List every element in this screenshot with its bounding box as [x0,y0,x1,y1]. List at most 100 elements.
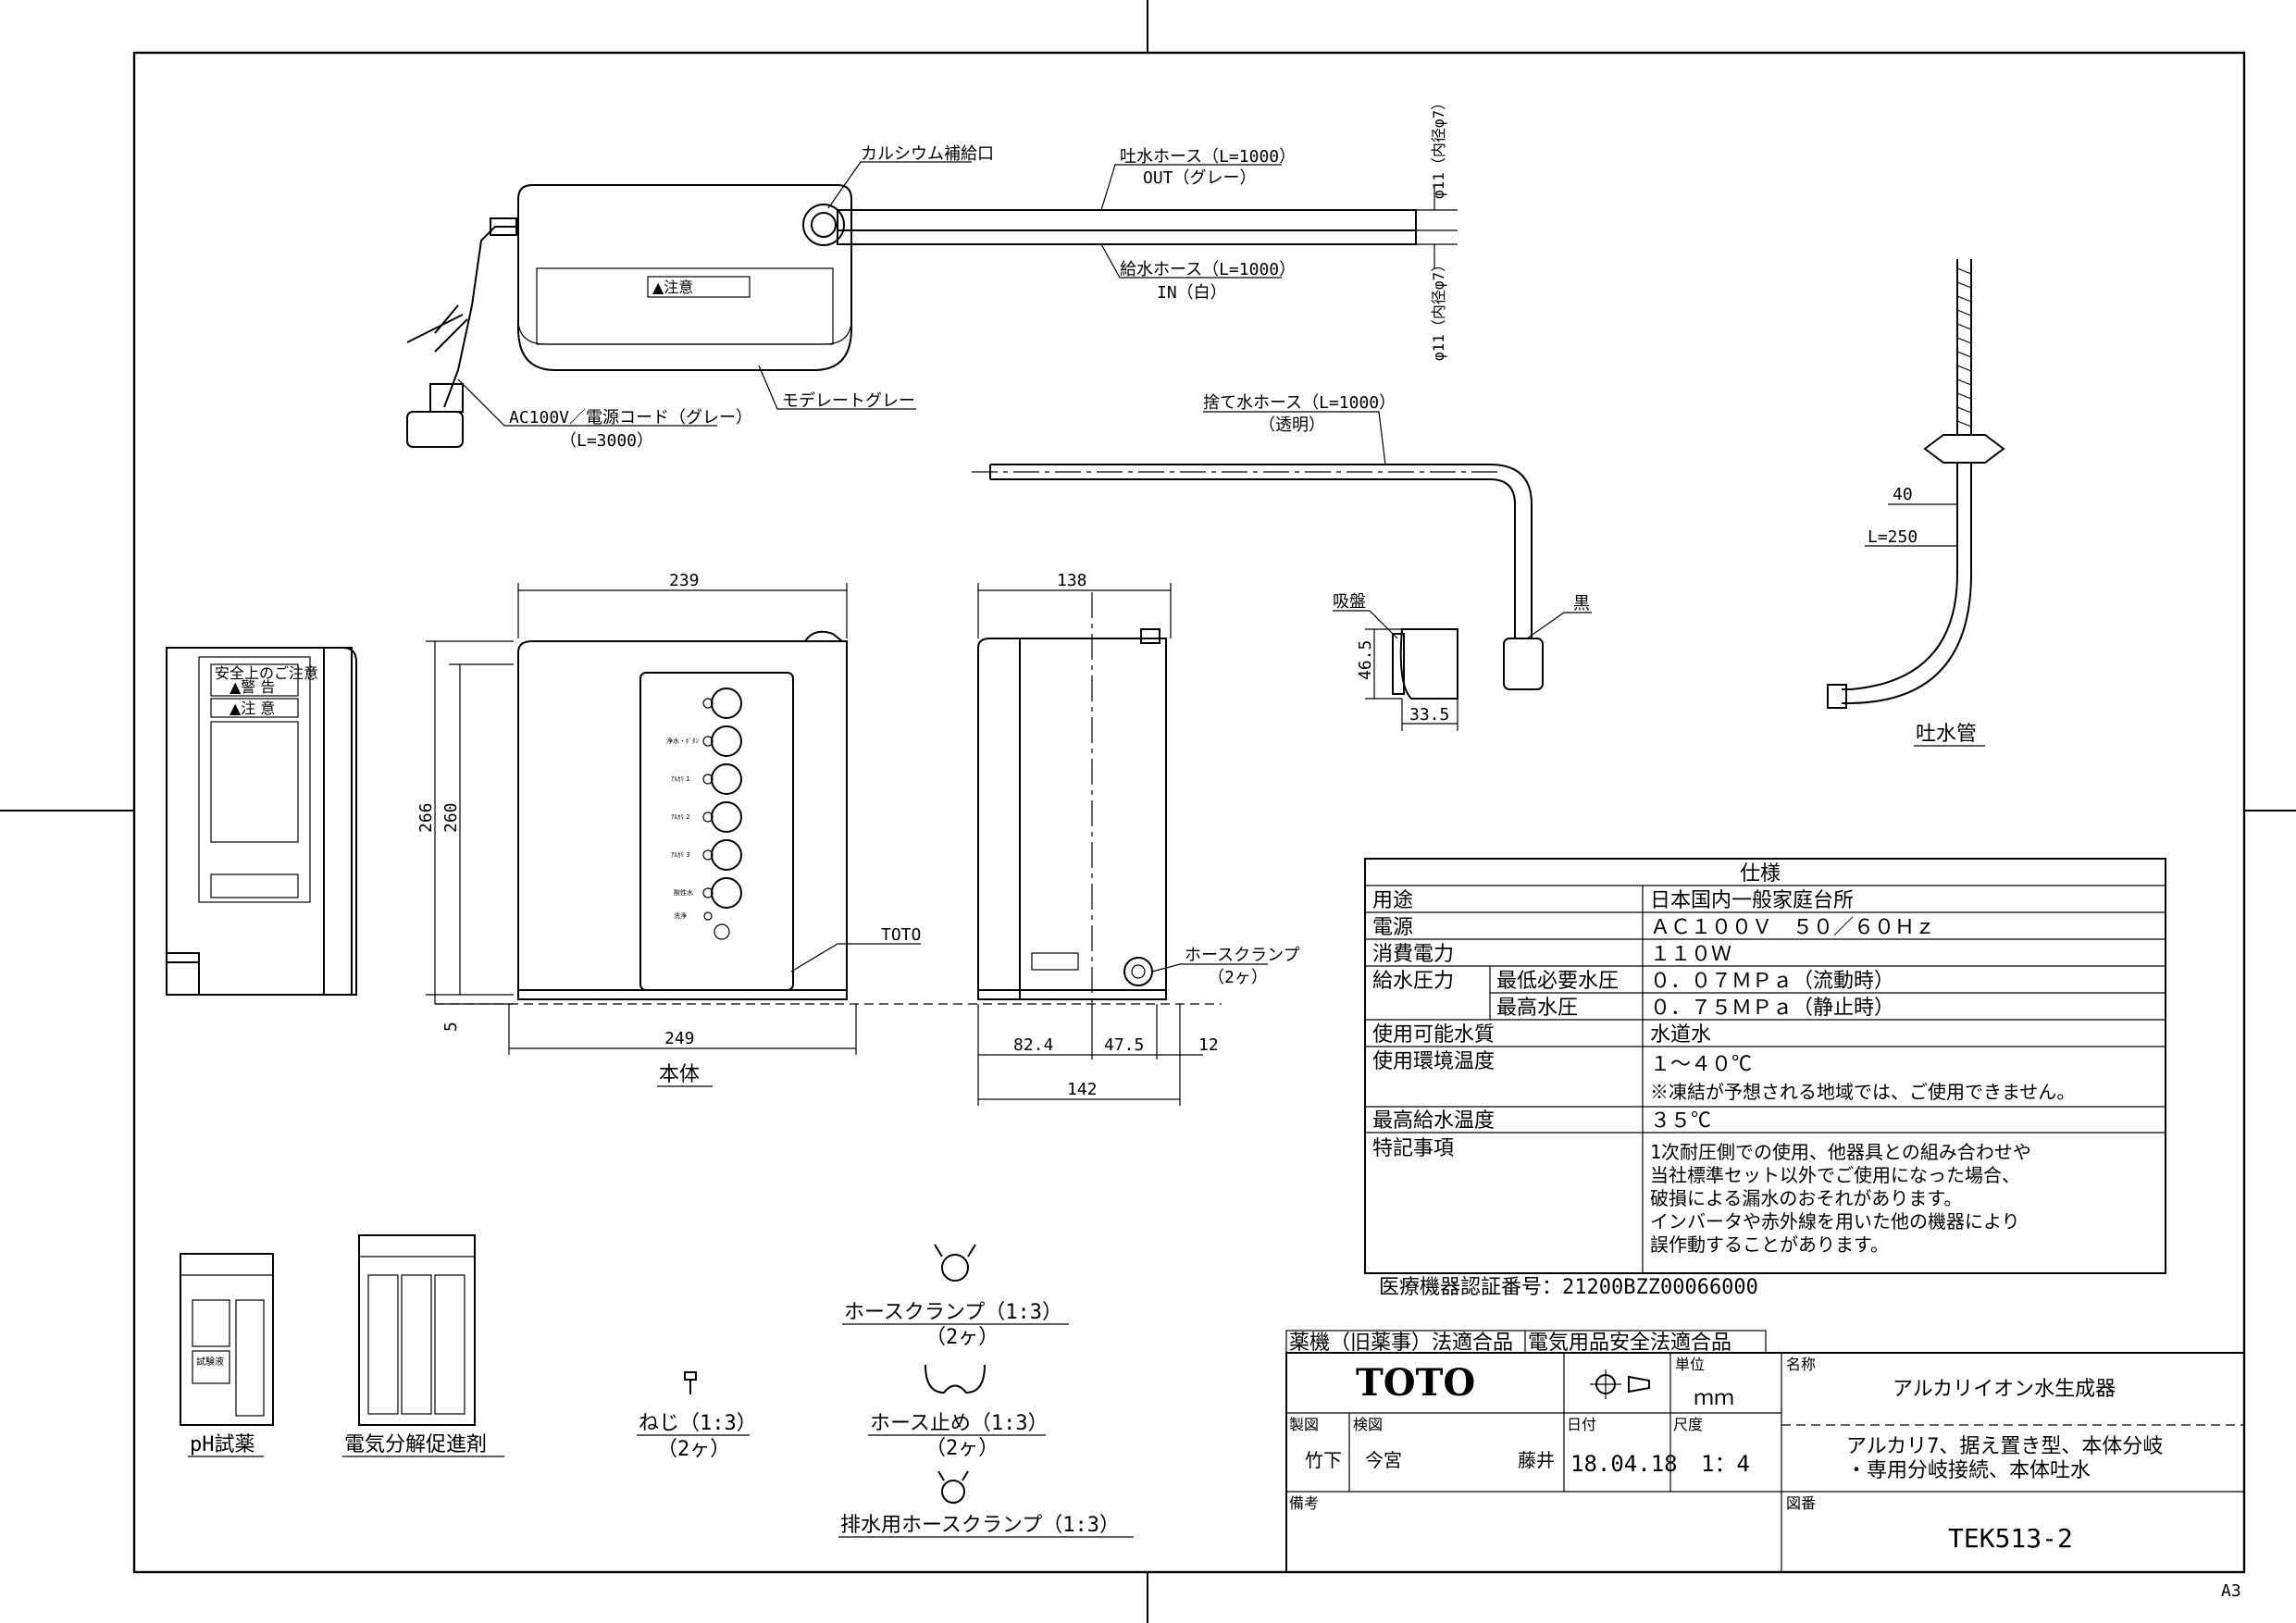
side-dim-total: 142 [1067,1080,1098,1099]
spec-k1-5: 使用可能水質 [1372,1023,1495,1047]
spec-v-1: ＡＣ１００Ｖ ５０／６０Ｈｚ [1650,916,1935,939]
power-cord-length: （L=3000） [560,431,653,451]
spec-v-0: 日本国内一般家庭台所 [1650,889,1854,912]
suction-height: 46.5 [1356,640,1375,680]
suction-label: 吸盤 [1333,592,1366,612]
spec-k1-6: 使用環境温度 [1372,1050,1495,1073]
compliance-1: 薬機（旧薬事）法適合品 [1289,1332,1513,1355]
scale-value: 1：4 [1701,1451,1750,1477]
out-hose-color: OUT（グレー） [1143,168,1257,188]
spout-dim-l: L=250 [1868,527,1917,547]
spec-v-2: １１０Ｗ [1650,943,1731,966]
drawn-value: 竹下 [1305,1449,1342,1471]
accessories: 試験液 pH試薬 電気分解促進剤 ねじ（1:3） （2ヶ） ホースクランプ（1:… [180,1234,1134,1538]
black-label: 黒 [1573,594,1590,613]
projection-symbol-icon [1590,1369,1650,1399]
unit-value: ｍｍ [1694,1387,1734,1410]
side-dim-top: 138 [1057,571,1087,590]
date-label: 日付 [1567,1416,1596,1433]
spec-v-3: ０．０７ＭＰａ（流動時） [1650,970,1894,993]
checked-label: 検図 [1353,1416,1383,1433]
waste-hose-view: 捨て水ホース（L=1000） （透明） 黒 46.5 吸盤 33.5 [972,393,1592,731]
clamp-label: ホースクランプ（1:3） [844,1301,1062,1324]
btn-label-5: ｱﾙｶﾘ 3 [671,851,690,859]
spec-note-1: 当社標準セット以外でご使用になった場合、 [1650,1164,2020,1186]
calcium-port [802,204,845,246]
spec-k1-8: 最高給水温度 [1372,1109,1495,1133]
spout-caption: 吐水管 [1916,723,1977,746]
spec-v-8: ３５℃ [1650,1109,1711,1133]
product-name: アルカリイオン水生成器 [1893,1378,2116,1401]
btn-label-3: ｱﾙｶﾘ 1 [671,775,690,783]
in-hose-label: 給水ホース（L=1000） [1120,260,1296,279]
spec-v-5: 水道水 [1650,1023,1711,1047]
remarks-label: 備考 [1289,1494,1319,1512]
cert-number: 医療機器認証番号：21200BZZ00066000 [1379,1276,1758,1299]
spec-v-6: １～４０℃ [1650,1053,1752,1076]
spec-table: 仕様 用途 日本国内一般家庭台所 電源 ＡＣ１００Ｖ ５０／６０Ｈｚ 消費電力 … [1364,858,2166,1299]
drawing-no: TEK513-2 [1948,1523,2073,1554]
side-dim-b: 47.5 [1104,1035,1144,1055]
spec-title: 仕様 [1740,862,1781,886]
top-view: ▲注意 φ11（内径φ7） φ11（内径φ7） カルシウム補給口 吐水ホース（L… [406,95,1458,451]
compliance-2: 電気用品安全法適合品 [1528,1332,1731,1355]
waste-hose-label: 捨て水ホース（L=1000） [1203,393,1396,413]
rear-view: 安全上のご注意 ▲警 告 ▲注 意 [166,647,357,996]
drawing-no-label: 図番 [1786,1494,1816,1512]
drain-clamp-label: 排水用ホースクランプ（1:3） [840,1514,1120,1537]
dia-bottom-label: φ11（内径φ7） [1430,257,1447,361]
unit-label: 単位 [1675,1356,1705,1373]
front-logo-label: TOTO [881,925,921,945]
spec-k2-3: 最低必要水圧 [1496,970,1619,993]
stopper-qty: （2ヶ） [925,1437,999,1460]
btn-label-4: ｱﾙｶﾘ 2 [671,813,690,821]
body-color-label: モデレートグレー [782,391,915,411]
spec-note-4: 誤作動することがあります。 [1650,1233,1889,1256]
front-dim-h-outer: 266 [416,802,436,833]
spec-v-7: ※凍結が予想される地域では、ご使用できません。 [1650,1081,2075,1103]
spec-v-4: ０．７５ＭＰａ（静止時） [1650,997,1894,1020]
spec-note-2: 破損による漏水のおそれがあります。 [1650,1187,1962,1209]
stopper-label: ホース止め（1:3） [870,1412,1049,1435]
waste-hose-sub: （透明） [1259,415,1325,435]
btn-label-2: 浄水・ﾎﾞﾀﾝ [666,737,699,745]
front-dim-bottom: 249 [664,1029,695,1048]
btn-label-6: 酸性水 [674,888,693,897]
control-buttons: 浄水・ﾎﾞﾀﾝ ｱﾙｶﾘ 1 ｱﾙｶﾘ 2 ｱﾙｶﾘ 3 酸性水 洗浄 [666,688,742,940]
side-clamp-label: ホースクランプ [1185,946,1300,965]
spec-k1-1: 電源 [1372,916,1413,939]
hose-clamp-fitting [1123,957,1153,986]
rear-label-2: ▲警 告 [230,678,275,696]
side-dim-a: 82.4 [1013,1035,1053,1055]
btn-label-7: 洗浄 [674,911,687,920]
sheet-size: A3 [2221,1581,2241,1601]
electro-label: 電気分解促進剤 [344,1433,487,1456]
ph-box-label: 試験液 [196,1356,224,1368]
scale-label: 尺度 [1673,1416,1703,1433]
front-view: 浄水・ﾎﾞﾀﾝ ｱﾙｶﾘ 1 ｱﾙｶﾘ 2 ｱﾙｶﾘ 3 酸性水 洗浄 TOTO… [416,571,1222,1087]
front-dim-foot: 5 [441,1022,461,1032]
top-warning-label: ▲注意 [652,279,693,296]
spec-k1-0: 用途 [1372,889,1413,912]
side-view: ホースクランプ （2ヶ） 138 82.4 47.5 12 142 [977,571,1300,1106]
spec-k1-3: 給水圧力 [1372,970,1454,993]
checked-value-1: 今宮 [1365,1449,1402,1471]
screw-qty: （2ヶ） [657,1438,730,1461]
front-dim-top: 239 [669,571,700,590]
front-dim-h-inner: 260 [441,802,461,833]
date-value: 18.04.18 [1570,1451,1678,1477]
name-label: 名称 [1786,1356,1816,1373]
checked-value-2: 藤井 [1518,1449,1555,1471]
in-hose-color: IN（白） [1157,283,1227,303]
rear-label-3: ▲注 意 [230,700,275,717]
spec-note-3: インバータや赤外線を用いた他の機器により [1650,1210,2020,1233]
rear-label-1: 安全上のご注意 [215,664,318,682]
clamp-qty: （2ヶ） [925,1326,999,1349]
spec-k2-4: 最高水圧 [1496,997,1578,1020]
spout-view: 40 L=250 吐水管 [1827,259,2005,747]
side-clamp-qty: （2ヶ） [1208,968,1268,987]
spec-k1-2: 消費電力 [1372,943,1454,966]
suction-width: 33.5 [1409,705,1449,725]
